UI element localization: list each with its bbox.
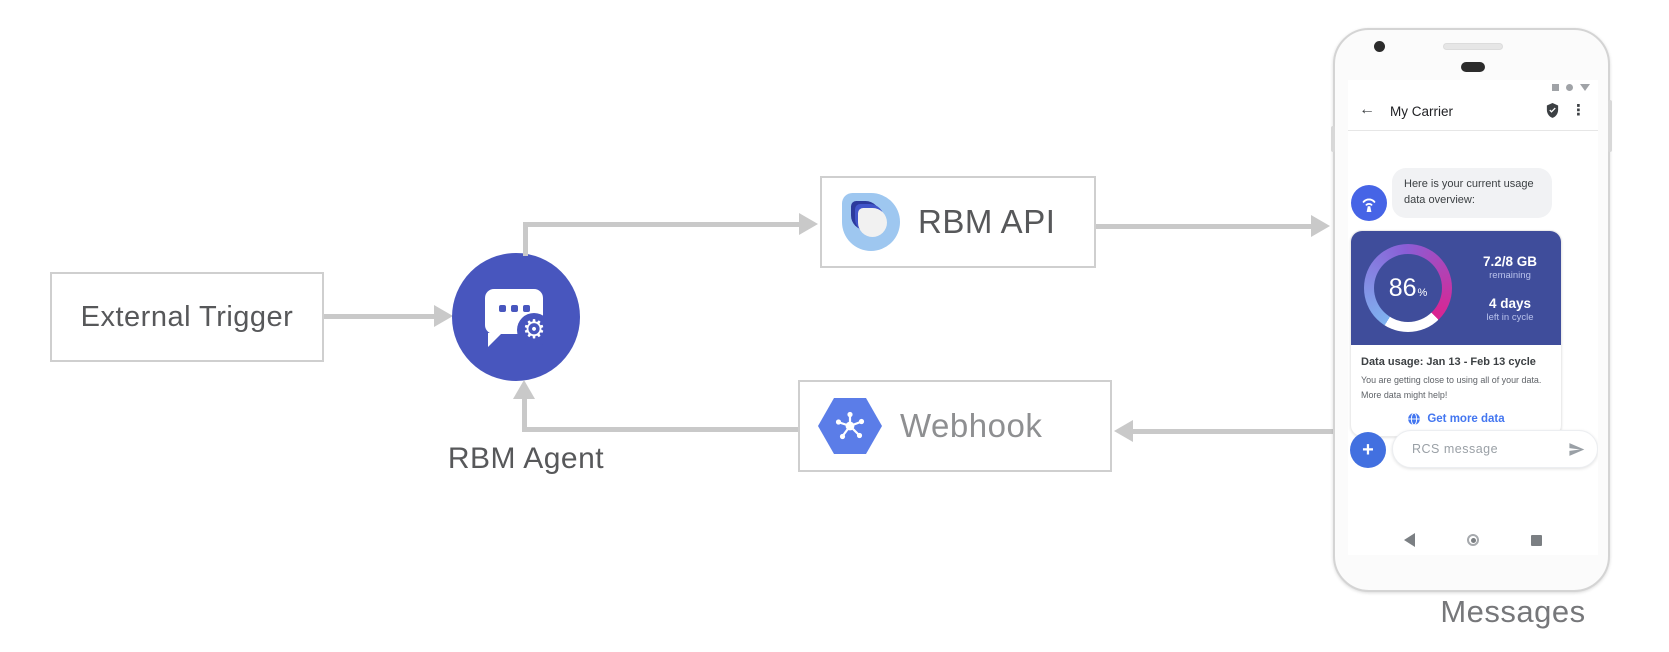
get-more-data-label: Get more data <box>1427 413 1505 426</box>
rbm-api-node: RBM API <box>820 176 1096 268</box>
header-divider <box>1348 130 1598 131</box>
data-remaining-value: 7.2/8 GB <box>1482 253 1538 269</box>
arrow-phone-to-webhook-head <box>1114 420 1133 442</box>
phone-screen: ← My Carrier ⋮ Here is your current usag… <box>1348 80 1598 555</box>
back-arrow-icon[interactable]: ← <box>1359 101 1375 118</box>
arrow-webhook-to-agent-vline <box>522 397 527 430</box>
arrow-agent-to-api-head <box>799 213 818 235</box>
volume-button[interactable] <box>1331 126 1335 152</box>
globe-icon <box>1408 413 1421 426</box>
conversation-title: My Carrier <box>1390 104 1453 119</box>
webhook-node: Webhook <box>798 380 1112 472</box>
arrow-api-to-phone-line <box>1096 224 1312 229</box>
usage-card-text-line1: You are getting close to using all of yo… <box>1361 375 1542 386</box>
rbm-api-logo-icon <box>842 193 900 251</box>
usage-card-title: Data usage: Jan 13 - Feb 13 cycle <box>1361 356 1536 368</box>
rcs-message-input[interactable] <box>1410 441 1568 457</box>
rbm-api-label: RBM API <box>918 203 1056 240</box>
gear-icon: ⚙ <box>517 313 551 347</box>
usage-percent: 86 <box>1388 273 1417 302</box>
usage-card-body: Data usage: Jan 13 - Feb 13 cycle You ar… <box>1351 345 1561 436</box>
arrow-webhook-to-agent-line <box>522 427 798 432</box>
webhook-hexagon-icon <box>818 398 882 454</box>
status-square-icon <box>1552 84 1559 91</box>
external-trigger-node: External Trigger <box>50 272 324 362</box>
nav-back-icon[interactable] <box>1404 533 1415 547</box>
cycle-days-value: 4 days <box>1488 295 1532 311</box>
webhook-label: Webhook <box>900 407 1043 444</box>
arrow-agent-to-api-line <box>523 222 800 227</box>
arrow-webhook-to-agent-head <box>513 380 535 399</box>
overflow-menu-icon[interactable]: ⋮ <box>1571 102 1586 119</box>
arrow-trigger-to-agent-line <box>324 314 436 319</box>
data-remaining-label: remaining <box>1489 269 1531 281</box>
agent-avatar <box>1351 185 1387 221</box>
arrow-phone-to-webhook-line <box>1133 429 1333 434</box>
speaker-slot <box>1443 43 1503 50</box>
chat-bubble-tail <box>488 333 502 347</box>
nav-recents-icon[interactable] <box>1531 534 1542 546</box>
phone-mockup: ← My Carrier ⋮ Here is your current usag… <box>1331 28 1612 592</box>
antenna-icon <box>1362 198 1376 213</box>
attach-plus-button[interactable]: + <box>1350 432 1386 468</box>
status-circle-icon <box>1566 84 1573 91</box>
verified-shield-icon <box>1545 102 1560 124</box>
compose-bar <box>1392 430 1598 468</box>
arrow-api-to-phone-head <box>1311 215 1330 237</box>
earpiece <box>1461 62 1485 72</box>
nav-home-icon[interactable] <box>1467 534 1479 546</box>
chat-bubble-icon <box>485 289 543 334</box>
android-navbar <box>1348 531 1598 549</box>
messages-app-label: Messages <box>1440 594 1586 629</box>
send-icon[interactable] <box>1568 441 1585 458</box>
arrow-trigger-to-agent-head <box>434 305 453 327</box>
usage-gauge: 86 % <box>1364 244 1452 332</box>
usage-rich-card: 86 % 7.2/8 GB remaining 4 days left in c… <box>1350 230 1562 438</box>
front-camera <box>1374 41 1385 52</box>
rbm-agent-node: ⚙ <box>452 253 580 381</box>
arrow-agent-to-api-vline <box>523 222 528 256</box>
conversation-header: ← My Carrier ⋮ <box>1348 94 1598 130</box>
chat-dots-icon <box>498 305 530 334</box>
get-more-data-action[interactable]: Get more data <box>1361 412 1551 426</box>
status-triangle-icon <box>1580 84 1590 91</box>
power-button[interactable] <box>1608 100 1612 152</box>
usage-card-text-line2: More data might help! <box>1361 389 1448 401</box>
rbm-agent-label: RBM Agent <box>447 442 605 475</box>
cycle-days-label: left in cycle <box>1486 311 1534 323</box>
agent-message-bubble: Here is your current usage data overview… <box>1392 168 1552 218</box>
hub-spokes-icon <box>835 411 865 440</box>
status-bar <box>1552 84 1590 91</box>
external-trigger-label: External Trigger <box>80 300 294 333</box>
usage-card-media: 86 % 7.2/8 GB remaining 4 days left in c… <box>1351 231 1561 345</box>
usage-percent-unit: % <box>1417 287 1428 299</box>
